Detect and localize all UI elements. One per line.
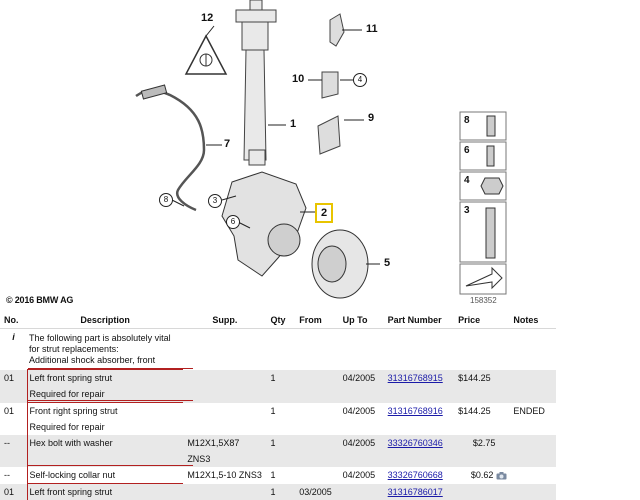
row-no: 01 — [0, 403, 27, 420]
col-part-number: Part Number — [384, 312, 454, 329]
row-upto: 04/2005 — [339, 370, 384, 387]
group-rule — [28, 465, 193, 466]
row-description: Left front spring strut — [27, 370, 183, 387]
row-notes — [509, 484, 556, 500]
row-no: 01 — [0, 370, 27, 387]
row-price-cell: $0.62 — [454, 467, 509, 484]
part-number-link[interactable]: 33326760346 — [388, 438, 443, 448]
row-notes — [509, 435, 556, 467]
callout-12: 12 — [201, 12, 213, 24]
bracket-10-illustration — [322, 72, 338, 98]
row-price — [454, 484, 509, 500]
row-price: $0.62 — [471, 470, 494, 480]
row-qty: 1 — [266, 435, 295, 467]
row-supp — [183, 484, 266, 500]
callout-4: 4 — [353, 73, 367, 87]
row-price: $144.25 — [454, 403, 509, 420]
row-from — [295, 370, 338, 387]
row-qty: 1 — [266, 370, 295, 387]
part-number-link[interactable]: 33326760668 — [388, 470, 443, 480]
table-row[interactable]: 01 Left front spring strut 1 03/2005 313… — [0, 484, 556, 500]
row-no: -- — [0, 467, 27, 484]
col-price: Price — [454, 312, 509, 329]
row-upto: 04/2005 — [339, 467, 384, 484]
row-description: Left front spring strut — [27, 484, 183, 500]
row-price: $144.25 — [454, 370, 509, 387]
row-upto: 04/2005 — [339, 435, 384, 467]
part-number-link[interactable]: 31316786017 — [388, 487, 443, 497]
wheel-hub-illustration — [312, 230, 368, 298]
col-supp: Supp. — [183, 312, 266, 329]
row-description: Self-locking collar nut — [27, 467, 183, 484]
callout-10: 10 — [292, 73, 304, 85]
row-upto — [339, 484, 384, 500]
info-row: i The following part is absolutely vital… — [0, 329, 556, 370]
row-supp — [183, 403, 266, 420]
callout-6: 6 — [226, 215, 240, 229]
col-from: From — [295, 312, 338, 329]
figure-number: 158352 — [470, 296, 497, 305]
row-supp: M12X1,5X87 ZNS3 — [183, 435, 266, 467]
part-number-link[interactable]: 31316768916 — [388, 406, 443, 416]
group-rule — [28, 368, 193, 369]
row-from: 03/2005 — [295, 484, 338, 500]
row-price: $2.75 — [454, 435, 509, 467]
callout-11: 11 — [366, 23, 378, 35]
info-line-1: The following part is absolutely vital — [29, 333, 179, 344]
col-no: No. — [0, 312, 27, 329]
row-no: -- — [0, 435, 27, 467]
camera-icon[interactable] — [496, 472, 507, 480]
col-qty: Qty — [266, 312, 295, 329]
row-notes — [509, 370, 556, 387]
row-sub-description: Required for repair — [27, 419, 183, 435]
callout-5: 5 — [384, 257, 390, 269]
col-description: Description — [27, 312, 183, 329]
info-icon: i — [0, 329, 27, 370]
row-upto: 04/2005 — [339, 403, 384, 420]
copyright: © 2016 BMW AG — [6, 295, 73, 305]
table-row[interactable]: -- Self-locking collar nut M12X1,5-10 ZN… — [0, 467, 556, 484]
col-upto: Up To — [339, 312, 384, 329]
info-line-3: Additional shock absorber, front — [29, 355, 179, 366]
row-no: 01 — [0, 484, 27, 500]
parts-diagram — [0, 0, 640, 312]
row-qty: 1 — [266, 484, 295, 500]
callout-3: 3 — [208, 194, 222, 208]
col-notes: Notes — [509, 312, 556, 329]
part-number-link[interactable]: 31316768915 — [388, 373, 443, 383]
row-from — [295, 435, 338, 467]
info-line-2: for strut replacements: — [29, 344, 179, 355]
legend-label-8: 8 — [464, 115, 470, 126]
callout-1: 1 — [290, 118, 296, 130]
row-description: Front right spring strut — [27, 403, 183, 420]
table-header-row: No. Description Supp. Qty From Up To Par… — [0, 312, 556, 329]
legend-label-4: 4 — [464, 175, 470, 186]
row-qty: 1 — [266, 403, 295, 420]
row-from — [295, 467, 338, 484]
callout-7: 7 — [224, 138, 230, 150]
row-supp: M12X1,5-10 ZNS3 — [183, 467, 266, 484]
callout-9: 9 — [368, 112, 374, 124]
parts-table: No. Description Supp. Qty From Up To Par… — [0, 312, 556, 500]
info-text: The following part is absolutely vital f… — [27, 329, 183, 370]
row-notes — [509, 467, 556, 484]
callout-8: 8 — [159, 193, 173, 207]
group-rule — [28, 400, 193, 401]
legend-label-6: 6 — [464, 145, 470, 156]
row-supp — [183, 370, 266, 387]
table-row[interactable]: 01 Front right spring strut 1 04/2005 31… — [0, 403, 556, 420]
row-description: Hex bolt with washer — [27, 435, 183, 467]
row-notes: ENDED — [509, 403, 556, 420]
row-from — [295, 403, 338, 420]
hardware-legend — [460, 112, 506, 294]
legend-label-3: 3 — [464, 205, 470, 216]
table-row[interactable]: -- Hex bolt with washer M12X1,5X87 ZNS3 … — [0, 435, 556, 467]
callout-2-highlighted[interactable]: 2 — [315, 203, 333, 223]
table-row-sub: Required for repair — [0, 419, 556, 435]
row-qty: 1 — [266, 467, 295, 484]
table-row[interactable]: 01 Left front spring strut 1 04/2005 313… — [0, 370, 556, 387]
